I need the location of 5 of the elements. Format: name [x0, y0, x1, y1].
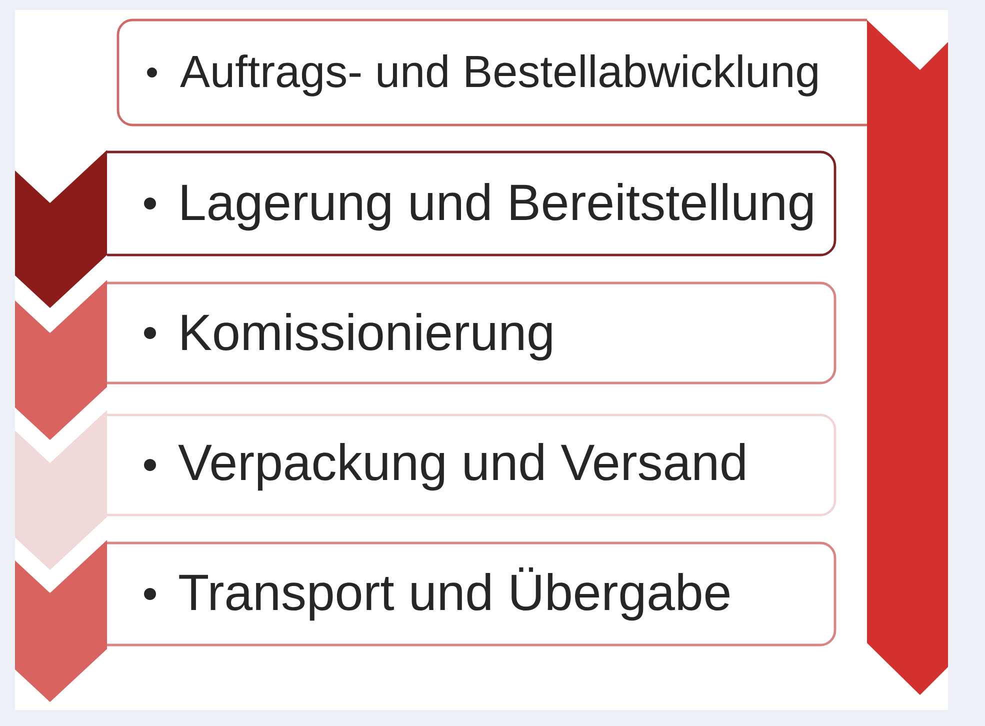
- process-box: Auftrags- und Bestellabwicklung: [116, 18, 867, 126]
- process-box: Verpackung und Versand: [107, 414, 836, 516]
- process-box: Transport und Übergabe: [107, 542, 836, 646]
- process-box: Lagerung und Bereitstellung: [107, 150, 836, 256]
- process-box: Komissionierung: [107, 282, 836, 384]
